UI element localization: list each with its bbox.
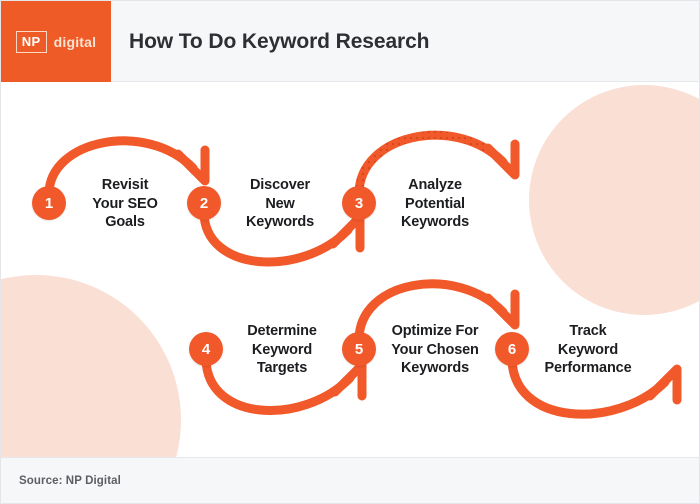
step-circle-4[interactable]: 4 — [189, 332, 223, 366]
logo-wordmark: digital — [53, 33, 97, 50]
arrow-5-to-6 — [354, 279, 520, 345]
source-attribution: Source: NP Digital — [19, 474, 121, 487]
step-label-2: Discover New Keywords — [245, 177, 315, 231]
step-label-4: Determine Keyword Targets — [247, 323, 317, 377]
arrow-3-outbound — [354, 130, 520, 199]
flow-arrows — [44, 130, 682, 419]
decorative-circle-top-right — [529, 85, 699, 315]
arrow-6-outbound — [507, 353, 682, 419]
step-label-5: Optimize For Your Chosen Keywords — [391, 323, 479, 377]
step-label-3: Analyze Potential Keywords — [400, 177, 470, 231]
step-circle-5[interactable]: 5 — [342, 332, 376, 366]
flow-canvas: 1 Revisit Your SEO Goals 2 Discover New Key… — [1, 82, 699, 457]
page-footer: Source: NP Digital — [1, 457, 699, 503]
page-title: How To Do Keyword Research — [129, 29, 430, 53]
page-header: NP digital How To Do Keyword Research — [1, 1, 699, 82]
brand-logo: NP digital — [1, 1, 111, 82]
step-circle-2[interactable]: 2 — [187, 186, 221, 220]
arrow-1-to-2 — [44, 136, 210, 199]
step-circle-1[interactable]: 1 — [32, 186, 66, 220]
step-circle-6[interactable]: 6 — [495, 332, 529, 366]
step-label-6: Track Keyword Performance — [544, 323, 632, 377]
step-circle-3[interactable]: 3 — [342, 186, 376, 220]
logo-mark: NP — [15, 30, 47, 53]
step-label-1: Revisit Your SEO Goals — [92, 177, 158, 231]
